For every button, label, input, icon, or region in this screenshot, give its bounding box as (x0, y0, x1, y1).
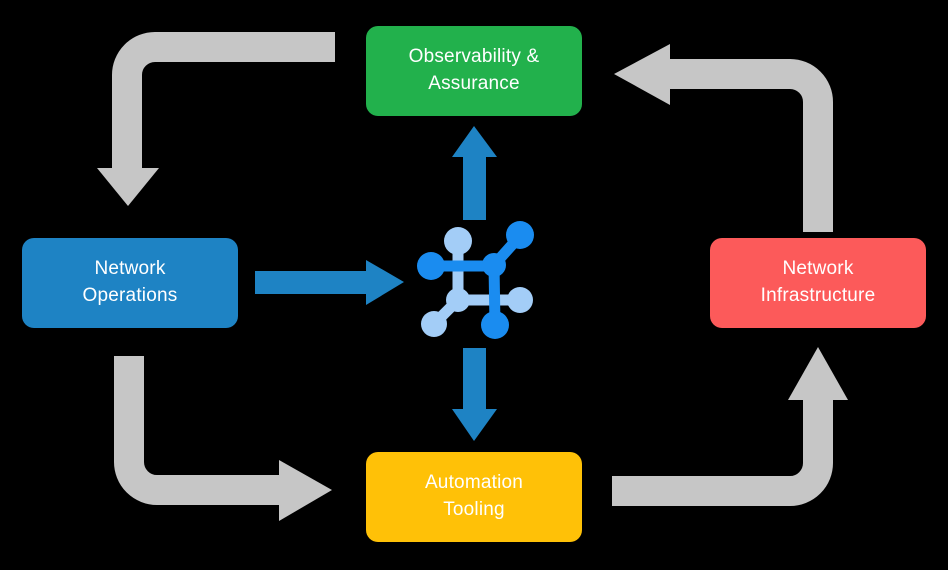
network-topology-icon (417, 221, 534, 339)
arrow-automation-to-infrastructure (612, 347, 848, 506)
node-network-infrastructure-label: Network Infrastructure (760, 258, 876, 306)
arrow-observability-to-operations (97, 32, 335, 206)
node-network-operations-label: Network Operations (82, 258, 178, 306)
arrow-center-to-automation (452, 348, 497, 441)
node-automation-tooling[interactable]: Automation Tooling (366, 452, 582, 542)
node-automation-tooling-label: Automation Tooling (424, 472, 524, 520)
arrow-infrastructure-to-observability (614, 44, 833, 232)
node-observability-label: Observability & Assurance (408, 46, 540, 94)
node-observability-and-assurance[interactable]: Observability & Assurance (366, 26, 582, 116)
node-network-infrastructure[interactable]: Network Infrastructure (710, 238, 926, 328)
arrow-operations-to-center (255, 260, 404, 305)
arrow-center-to-observability (452, 126, 497, 220)
node-network-operations[interactable]: Network Operations (22, 238, 238, 328)
arrow-operations-to-automation (114, 356, 332, 521)
